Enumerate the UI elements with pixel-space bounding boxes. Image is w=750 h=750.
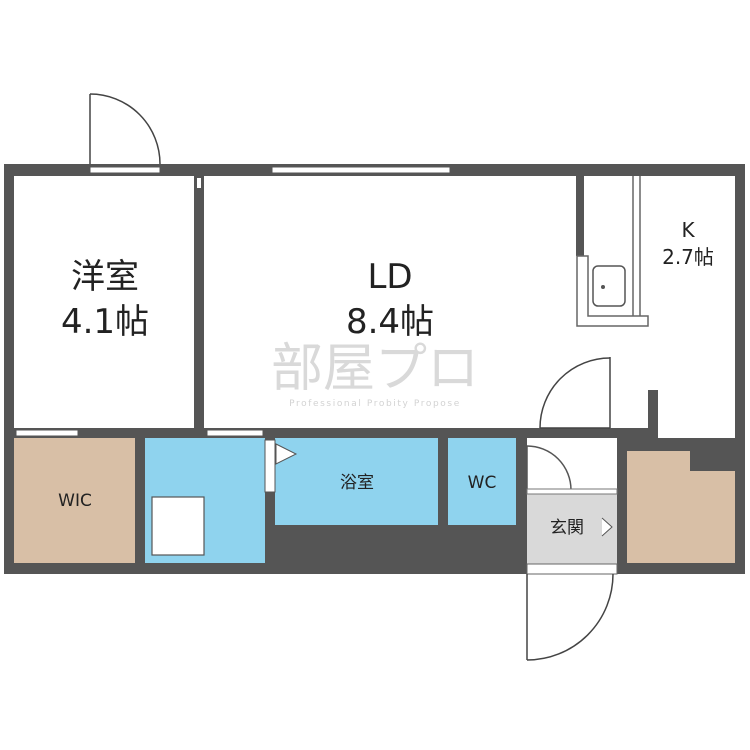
wc-floor [448,437,516,525]
door-wc [526,438,618,495]
ld-room-name: LD [367,257,412,297]
kitchen-room-name: K [681,218,695,242]
opening-washroom [206,429,264,437]
wic-label: WIC [58,491,92,511]
opening-wic [15,429,79,437]
bath-label: 浴室 [340,473,374,493]
kitchen-room-size: 2.7帖 [662,245,714,269]
western-room-size: 4.1帖 [61,302,149,342]
sink-drain-icon [601,285,605,289]
wall-gap-western [197,178,201,188]
door-western-exterior [89,93,161,165]
watermark-sub: Professional Probity Propose [289,399,461,409]
door-ld-hall [539,357,611,429]
front-door [526,563,618,661]
washbasin-icon [151,496,205,556]
sink-icon [592,265,626,307]
kitchen-counter [576,176,649,327]
western-room-name: 洋室 [71,257,139,297]
watermark-main: 部屋プロ [271,339,479,399]
entrance-label: 玄関 [550,518,584,538]
ld-room-size: 8.4帖 [346,302,434,342]
window-ld [271,166,451,174]
entrance-step [601,517,613,537]
window-western [89,166,161,174]
wic-floor [14,437,135,563]
bath-door [264,439,298,493]
wc-label: WC [468,473,497,493]
bath-floor [275,437,438,525]
